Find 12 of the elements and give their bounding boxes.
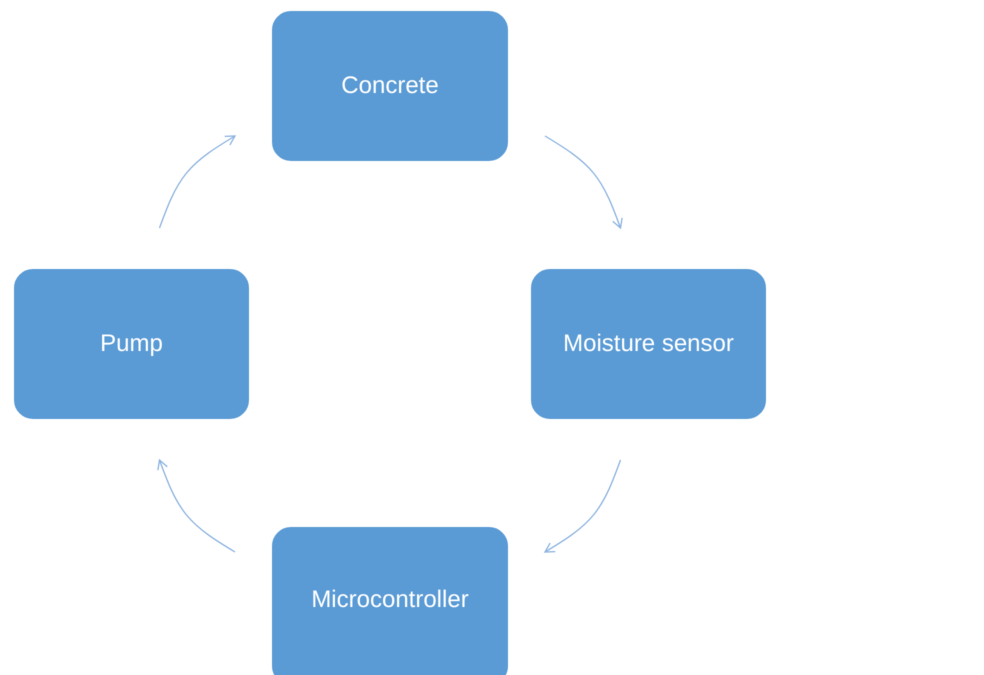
arrow: [544, 135, 623, 229]
arrow: [158, 135, 236, 228]
process-box: [13, 268, 250, 420]
process-box: [530, 268, 767, 420]
node-label: Microcontroller: [311, 585, 469, 615]
process-box: [271, 10, 509, 162]
node-label: Pump: [100, 329, 163, 360]
node-label: Moisture sensor: [563, 329, 734, 360]
arrow: [544, 460, 622, 553]
node-label: Concrete: [341, 71, 439, 102]
arrow: [157, 459, 236, 553]
process-box: [271, 526, 509, 675]
